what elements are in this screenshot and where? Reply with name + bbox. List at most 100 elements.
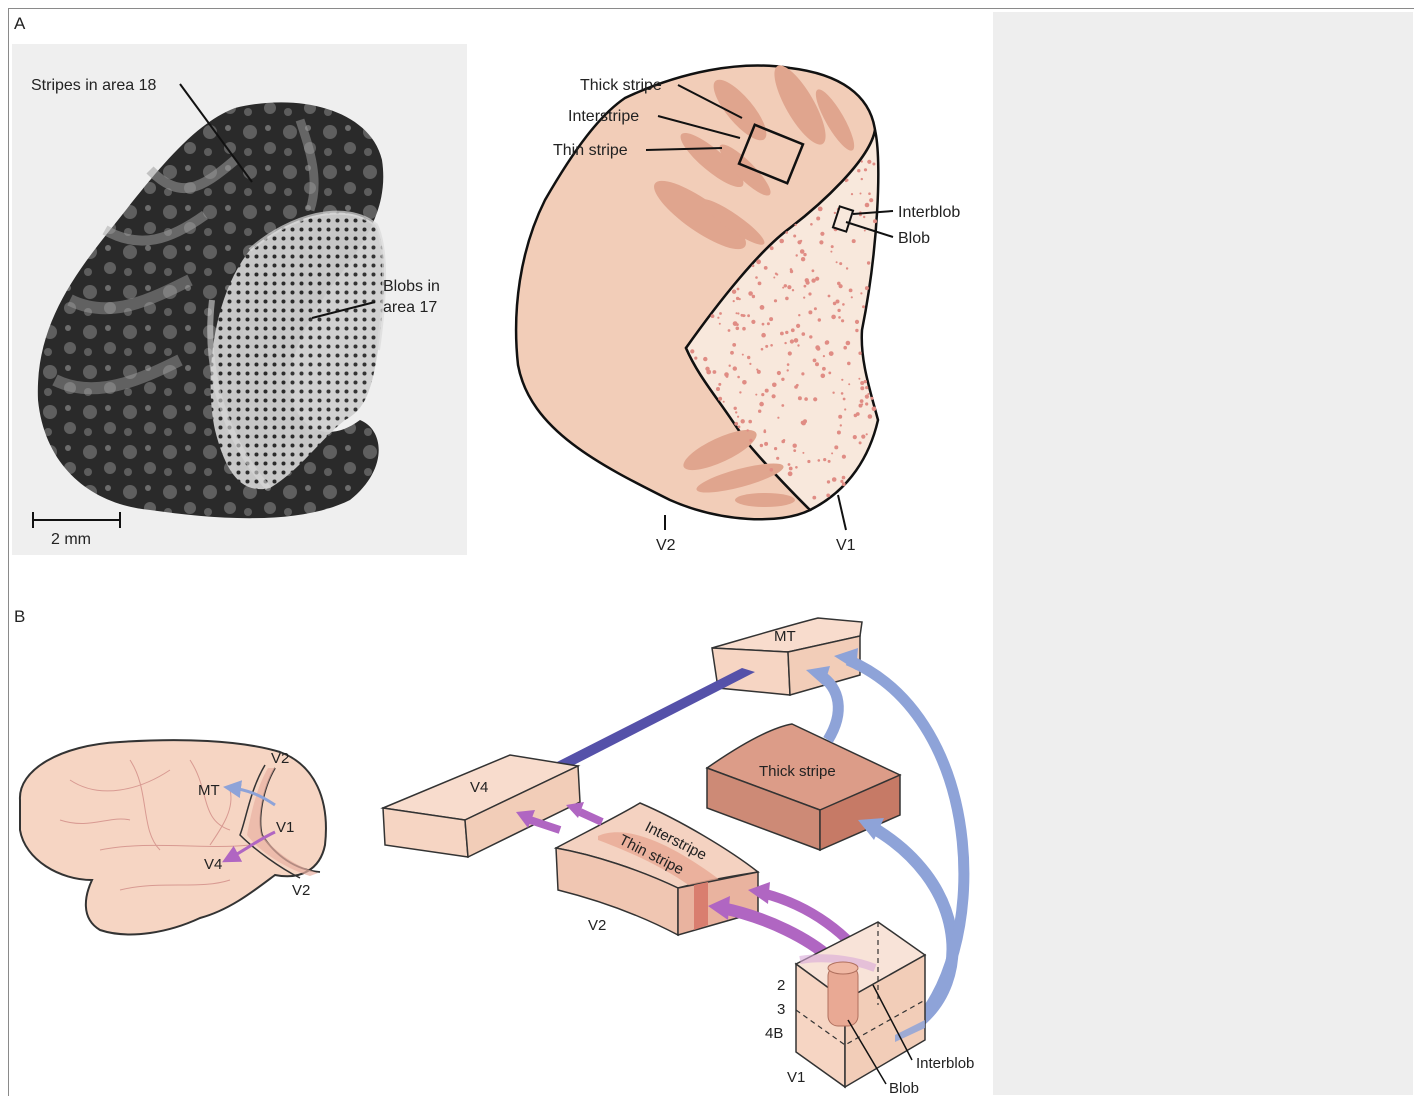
blob-dot [852,239,856,243]
blob-dot [803,253,806,256]
blob-dot [732,343,736,347]
layer-2-label: 2 [777,977,785,994]
blob-dot [860,399,864,403]
blob-dot [851,193,853,195]
blob-dot [723,401,725,403]
blob-dot [868,192,871,195]
blob-dot [827,480,830,483]
blob-dot [822,367,826,371]
blob-dot [803,419,807,423]
blob-dot [770,246,774,250]
brain-v4-label: V4 [204,856,222,873]
blob-dot [864,230,866,232]
blob-dot [872,407,877,412]
blob-dot [839,262,842,265]
blob-dot [758,410,761,413]
blob-dot [861,178,863,180]
blob-dot [823,458,826,461]
v1-tick [838,495,846,530]
blob-dot [865,395,869,399]
blob-dot [796,254,798,256]
blob-dot [779,239,784,244]
blob-dot [718,397,722,401]
blob-dot [812,269,815,272]
blob-dot [860,386,864,390]
blob-dot [839,284,843,288]
blobs-label-line2: area 17 [383,299,437,316]
interblob-label-b: Interblob [916,1055,974,1072]
blob-dot [860,292,862,294]
blob-dot [758,282,762,286]
cortex-schematic: Thick stripe Interstripe Thin stripe Int… [516,59,960,554]
blob-dot [739,391,741,393]
blob-dot [836,261,838,263]
blob-dot [784,284,787,287]
blob-dot [816,217,820,221]
blob-dot [829,351,834,356]
blob-dot [734,422,738,426]
blob-dot [772,394,776,398]
blob-dot [851,296,853,298]
thin-stripe-label: Thin stripe [553,142,628,159]
blob-dot [747,356,750,359]
blob-dot [738,426,741,429]
cytochrome-oxidase-photo: Stripes in area 18 Blobs in area 17 2 mm [12,44,467,555]
blob-dot [819,240,823,244]
interstripe-to-v4-arrow [580,812,602,822]
blob-dot [815,362,819,366]
blob-dot [807,460,810,463]
v2-label-a: V2 [656,537,676,554]
blob-dot [785,231,788,234]
blob-dot [809,335,812,338]
blob-dot [788,351,792,355]
blob-dot [782,287,784,289]
blob-dot [737,416,739,418]
blob-dot [862,305,865,308]
blob-dot [764,266,768,270]
blob-dot [733,366,737,370]
blob-dot [741,314,744,317]
thinstripe-to-v4-arrow [530,820,560,830]
blob-dot [838,415,842,419]
blob-dot [728,329,731,332]
blob-dot [853,435,857,439]
blob-dot [863,216,865,218]
blob-dot [761,348,764,351]
blob-dot [791,328,795,332]
blob-dot [868,414,873,419]
blob-dot [711,314,715,318]
blob-dot [781,378,784,381]
blob-dot [738,298,740,300]
scale-bar-label: 2 mm [51,531,91,548]
brain-v1-label: V1 [276,819,294,836]
blob-dot [741,419,745,423]
blob-dot [749,363,751,365]
blob-dot [804,397,808,401]
blob-dot [735,411,737,413]
blob-dot [833,302,837,306]
blob-dot [812,496,816,500]
blob-dot [780,332,784,336]
blob-dot [800,249,805,254]
brain-v2-bottom-label: V2 [292,882,310,899]
blob-dot [775,273,777,275]
blob-dot [748,420,752,424]
blob-dot [794,224,796,226]
blob-dot [843,398,846,401]
blob-dot [767,322,770,325]
blob-dot [837,431,841,435]
blob-dot [808,292,811,295]
blob-dot [810,223,813,226]
thick-stripe-label: Thick stripe [580,77,662,94]
blob-dot [794,385,798,389]
blob-dot [776,457,779,460]
blob-dot [854,414,858,418]
blob-dot [837,309,840,312]
blob-dot [818,207,823,212]
blob-dot [747,429,749,431]
blob-dot [828,295,831,298]
blob-dot [834,212,836,214]
blob-dot [792,289,794,291]
blob-dot [736,323,739,326]
blob-dot [798,396,802,400]
